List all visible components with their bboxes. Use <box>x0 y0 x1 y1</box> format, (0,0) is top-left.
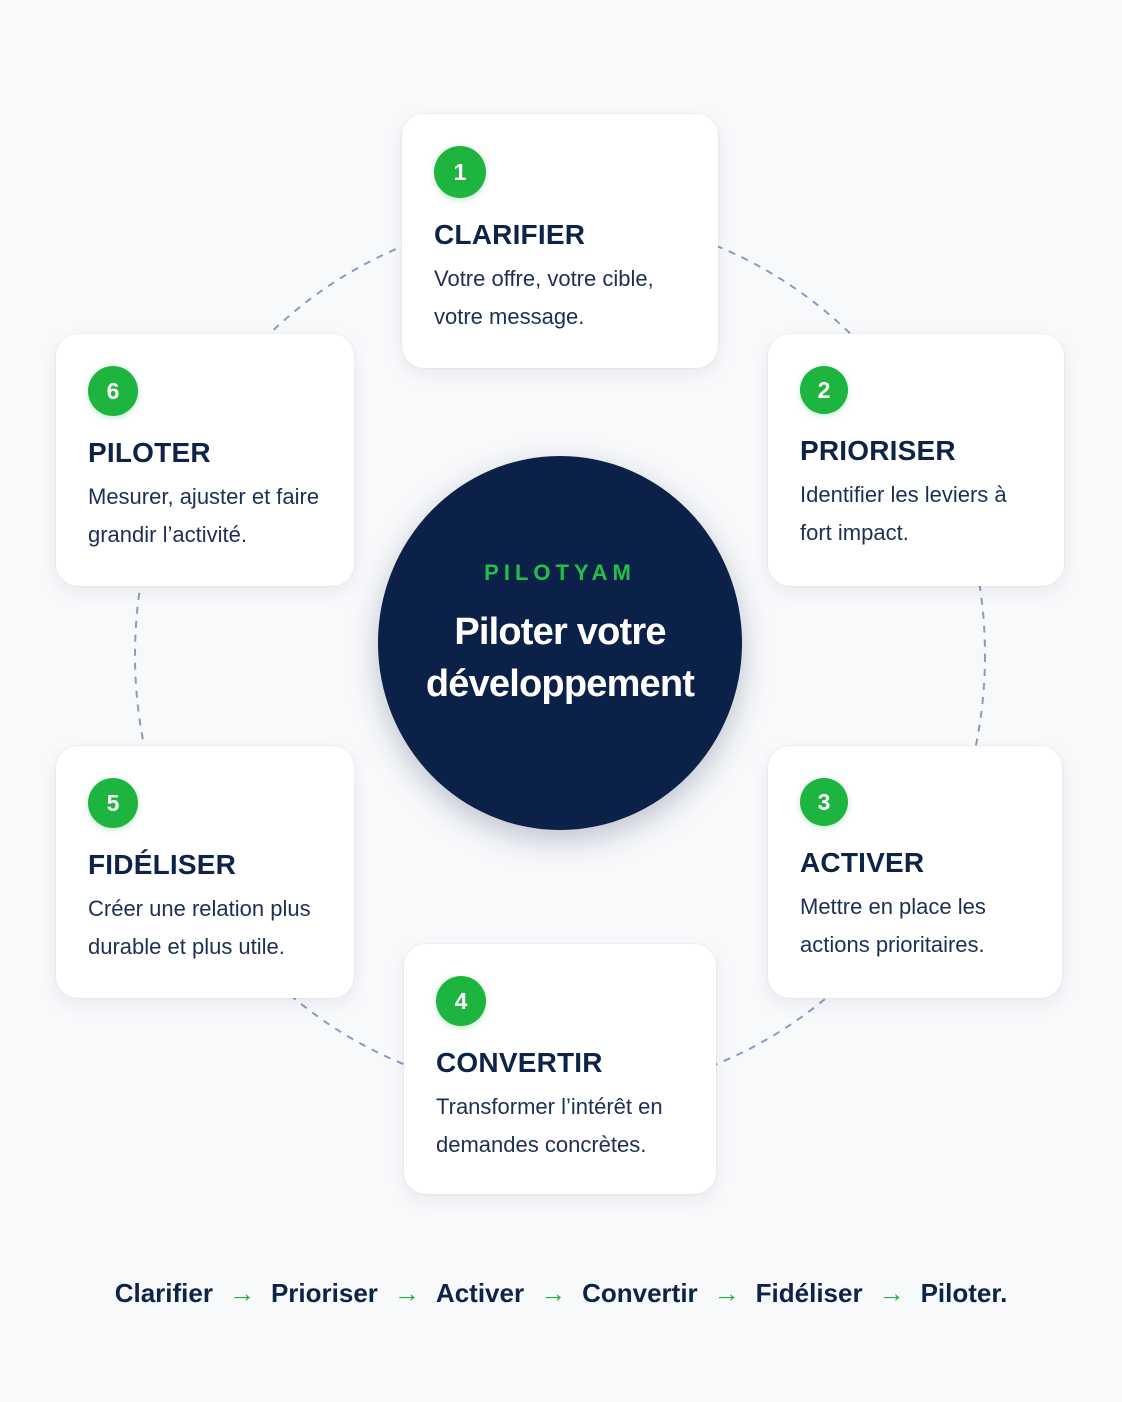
arrow-right-icon: → <box>540 1278 567 1308</box>
step-card-fideliser: 5 FIDÉLISER Créer une relation plus dura… <box>56 746 354 998</box>
step-description: Créer une relation plus durable et plus … <box>88 896 311 959</box>
step-number-badge: 5 <box>88 778 138 828</box>
flow-item: Piloter. <box>920 1278 1008 1308</box>
step-number-badge: 4 <box>436 976 486 1026</box>
step-title: PILOTER <box>88 437 211 468</box>
central-hub-circle: PILOTYAM Piloter votre développement <box>378 456 742 830</box>
process-flow-summary: Clarifier → Prioriser → Activer → Conver… <box>0 1278 1122 1309</box>
step-title: CLARIFIER <box>434 219 586 250</box>
flow-item: Convertir <box>582 1278 698 1308</box>
step-card-activer: 3 ACTIVER Mettre en place les actions pr… <box>768 746 1062 998</box>
step-title: FIDÉLISER <box>88 849 237 880</box>
step-number-badge: 1 <box>434 146 486 198</box>
step-title: PRIORISER <box>800 435 956 466</box>
step-title: ACTIVER <box>800 847 925 878</box>
arrow-right-icon: → <box>713 1278 740 1308</box>
arrow-right-icon: → <box>393 1278 420 1308</box>
arrow-right-icon: → <box>878 1278 905 1308</box>
central-headline: Piloter votre développement <box>425 611 695 705</box>
step-card-convertir: 4 CONVERTIR Transformer l’intérêt en dem… <box>404 944 716 1194</box>
step-description: Votre offre, votre cible, votre message. <box>434 266 654 329</box>
step-number-badge: 2 <box>800 366 848 414</box>
step-description: Mesurer, ajuster et faire grandir l’acti… <box>88 484 320 547</box>
step-description: Transformer l’intérêt en demandes concrè… <box>436 1094 663 1157</box>
step-card-piloter: 6 PILOTER Mesurer, ajuster et faire gran… <box>56 334 354 586</box>
step-number-badge: 3 <box>800 778 848 826</box>
step-title: CONVERTIR <box>436 1047 603 1078</box>
flow-item: Prioriser <box>270 1278 378 1308</box>
step-number-badge: 6 <box>88 366 138 416</box>
flow-item: Activer <box>435 1278 525 1308</box>
step-description: Identifier les leviers à fort impact. <box>800 482 1007 545</box>
arrow-right-icon: → <box>228 1278 255 1308</box>
step-description: Mettre en place les actions prioritaires… <box>800 894 986 957</box>
flow-item: Fidéliser <box>755 1278 863 1308</box>
step-card-prioriser: 2 PRIORISER Identifier les leviers à for… <box>768 334 1064 586</box>
brand-name: PILOTYAM <box>484 560 636 585</box>
step-card-clarifier: 1 CLARIFIER Votre offre, votre cible, vo… <box>402 114 718 368</box>
flow-item: Clarifier <box>114 1278 213 1308</box>
